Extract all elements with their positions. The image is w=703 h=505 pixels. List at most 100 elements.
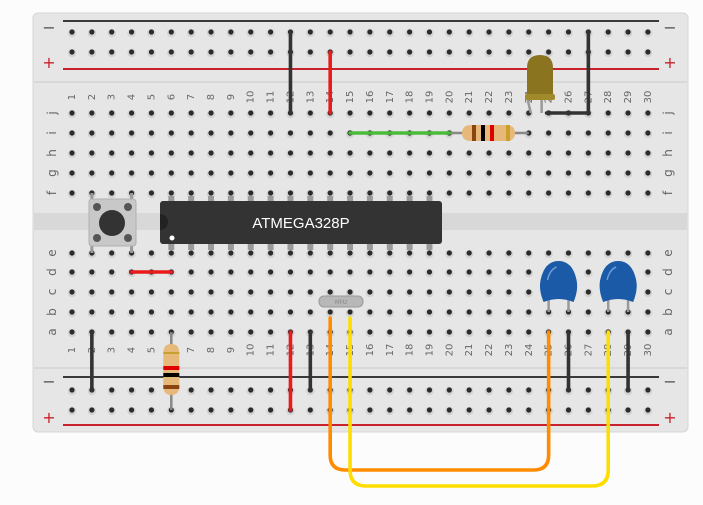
hole-f-27[interactable] [585, 190, 591, 196]
hole-bottom-minus-24[interactable] [526, 387, 532, 393]
hole-top-minus-15[interactable] [347, 29, 353, 35]
hole-g-26[interactable] [565, 170, 572, 176]
hole-top-minus-13[interactable] [307, 29, 313, 35]
resistor-top[interactable] [447, 125, 529, 141]
hole-top-plus-16[interactable] [367, 49, 373, 55]
hole-top-plus-29[interactable] [625, 49, 631, 55]
hole-f-19[interactable] [426, 190, 433, 196]
crystal-oscillator[interactable]: MHz [318, 295, 364, 308]
hole-top-minus-17[interactable] [387, 29, 393, 35]
hole-i-4[interactable] [128, 130, 135, 136]
hole-c-23[interactable] [506, 289, 512, 295]
hole-a-7[interactable] [188, 329, 194, 335]
hole-c-21[interactable] [466, 289, 472, 295]
hole-i-10[interactable] [248, 130, 254, 136]
hole-d-22[interactable] [486, 269, 492, 275]
hole-bottom-plus-5[interactable] [148, 407, 155, 413]
hole-f-21[interactable] [466, 190, 472, 196]
hole-top-minus-19[interactable] [426, 29, 433, 35]
hole-bottom-plus-23[interactable] [506, 407, 512, 413]
hole-top-minus-14[interactable] [327, 29, 333, 35]
hole-h-26[interactable] [565, 150, 572, 156]
hole-f-14[interactable] [327, 190, 333, 196]
hole-j-16[interactable] [367, 110, 373, 116]
hole-g-30[interactable] [645, 170, 651, 176]
hole-c-30[interactable] [645, 289, 651, 295]
hole-c-11[interactable] [268, 289, 274, 295]
hole-bottom-plus-2[interactable] [89, 407, 95, 413]
hole-top-minus-29[interactable] [625, 29, 631, 35]
hole-i-1[interactable] [69, 130, 75, 136]
hole-b-12[interactable] [287, 309, 294, 315]
hole-e-22[interactable] [486, 250, 492, 256]
hole-h-5[interactable] [148, 150, 155, 156]
hole-f-3[interactable] [109, 190, 115, 196]
hole-top-minus-23[interactable] [506, 29, 512, 35]
hole-g-15[interactable] [347, 170, 353, 176]
hole-j-30[interactable] [645, 110, 651, 116]
hole-i-12[interactable] [287, 130, 294, 136]
hole-bottom-plus-18[interactable] [407, 407, 413, 413]
hole-b-24[interactable] [526, 309, 532, 315]
hole-e-23[interactable] [506, 250, 512, 256]
hole-j-23[interactable] [506, 110, 512, 116]
hole-e-12[interactable] [287, 250, 294, 256]
hole-top-plus-4[interactable] [128, 49, 135, 55]
led[interactable] [525, 55, 555, 114]
hole-e-19[interactable] [426, 250, 433, 256]
hole-f-28[interactable] [605, 190, 611, 196]
hole-bottom-plus-13[interactable] [307, 407, 313, 413]
hole-g-28[interactable] [605, 170, 611, 176]
hole-d-23[interactable] [506, 269, 512, 275]
hole-bottom-minus-23[interactable] [506, 387, 512, 393]
hole-e-6[interactable] [168, 250, 174, 256]
ceramic-capacitor[interactable] [599, 261, 637, 312]
hole-j-9[interactable] [228, 110, 234, 116]
hole-b-23[interactable] [506, 309, 512, 315]
hole-e-8[interactable] [208, 250, 214, 256]
hole-top-plus-10[interactable] [248, 49, 254, 55]
hole-top-plus-18[interactable] [407, 49, 413, 55]
hole-bottom-minus-3[interactable] [109, 387, 115, 393]
hole-b-1[interactable] [69, 309, 75, 315]
hole-d-2[interactable] [89, 269, 95, 275]
hole-f-8[interactable] [208, 190, 214, 196]
hole-a-8[interactable] [208, 329, 214, 335]
hole-g-2[interactable] [89, 170, 95, 176]
hole-i-9[interactable] [228, 130, 234, 136]
hole-bottom-minus-11[interactable] [268, 387, 274, 393]
hole-c-24[interactable] [526, 289, 532, 295]
hole-b-17[interactable] [387, 309, 393, 315]
hole-c-6[interactable] [168, 289, 174, 295]
hole-b-20[interactable] [446, 309, 452, 315]
hole-a-20[interactable] [446, 329, 452, 335]
hole-f-18[interactable] [407, 190, 413, 196]
hole-b-3[interactable] [109, 309, 115, 315]
hole-a-23[interactable] [506, 329, 512, 335]
hole-d-8[interactable] [208, 269, 214, 275]
hole-i-14[interactable] [327, 130, 333, 136]
hole-h-10[interactable] [248, 150, 254, 156]
hole-f-5[interactable] [148, 190, 155, 196]
hole-top-plus-1[interactable] [69, 49, 75, 55]
hole-h-16[interactable] [367, 150, 373, 156]
hole-bottom-plus-29[interactable] [625, 407, 631, 413]
hole-h-13[interactable] [307, 150, 313, 156]
hole-bottom-plus-10[interactable] [248, 407, 254, 413]
hole-top-plus-21[interactable] [466, 49, 472, 55]
hole-top-minus-16[interactable] [367, 29, 373, 35]
hole-bottom-plus-17[interactable] [387, 407, 393, 413]
hole-h-2[interactable] [89, 150, 95, 156]
hole-bottom-plus-19[interactable] [426, 407, 433, 413]
hole-bottom-plus-24[interactable] [526, 407, 532, 413]
hole-bottom-plus-21[interactable] [466, 407, 472, 413]
hole-bottom-plus-16[interactable] [367, 407, 373, 413]
hole-top-minus-5[interactable] [148, 29, 155, 35]
hole-g-7[interactable] [188, 170, 194, 176]
ceramic-capacitor[interactable] [539, 261, 578, 312]
hole-g-12[interactable] [287, 170, 294, 176]
hole-c-20[interactable] [446, 289, 452, 295]
hole-e-1[interactable] [69, 250, 75, 256]
hole-g-17[interactable] [387, 170, 393, 176]
hole-d-30[interactable] [645, 269, 651, 275]
